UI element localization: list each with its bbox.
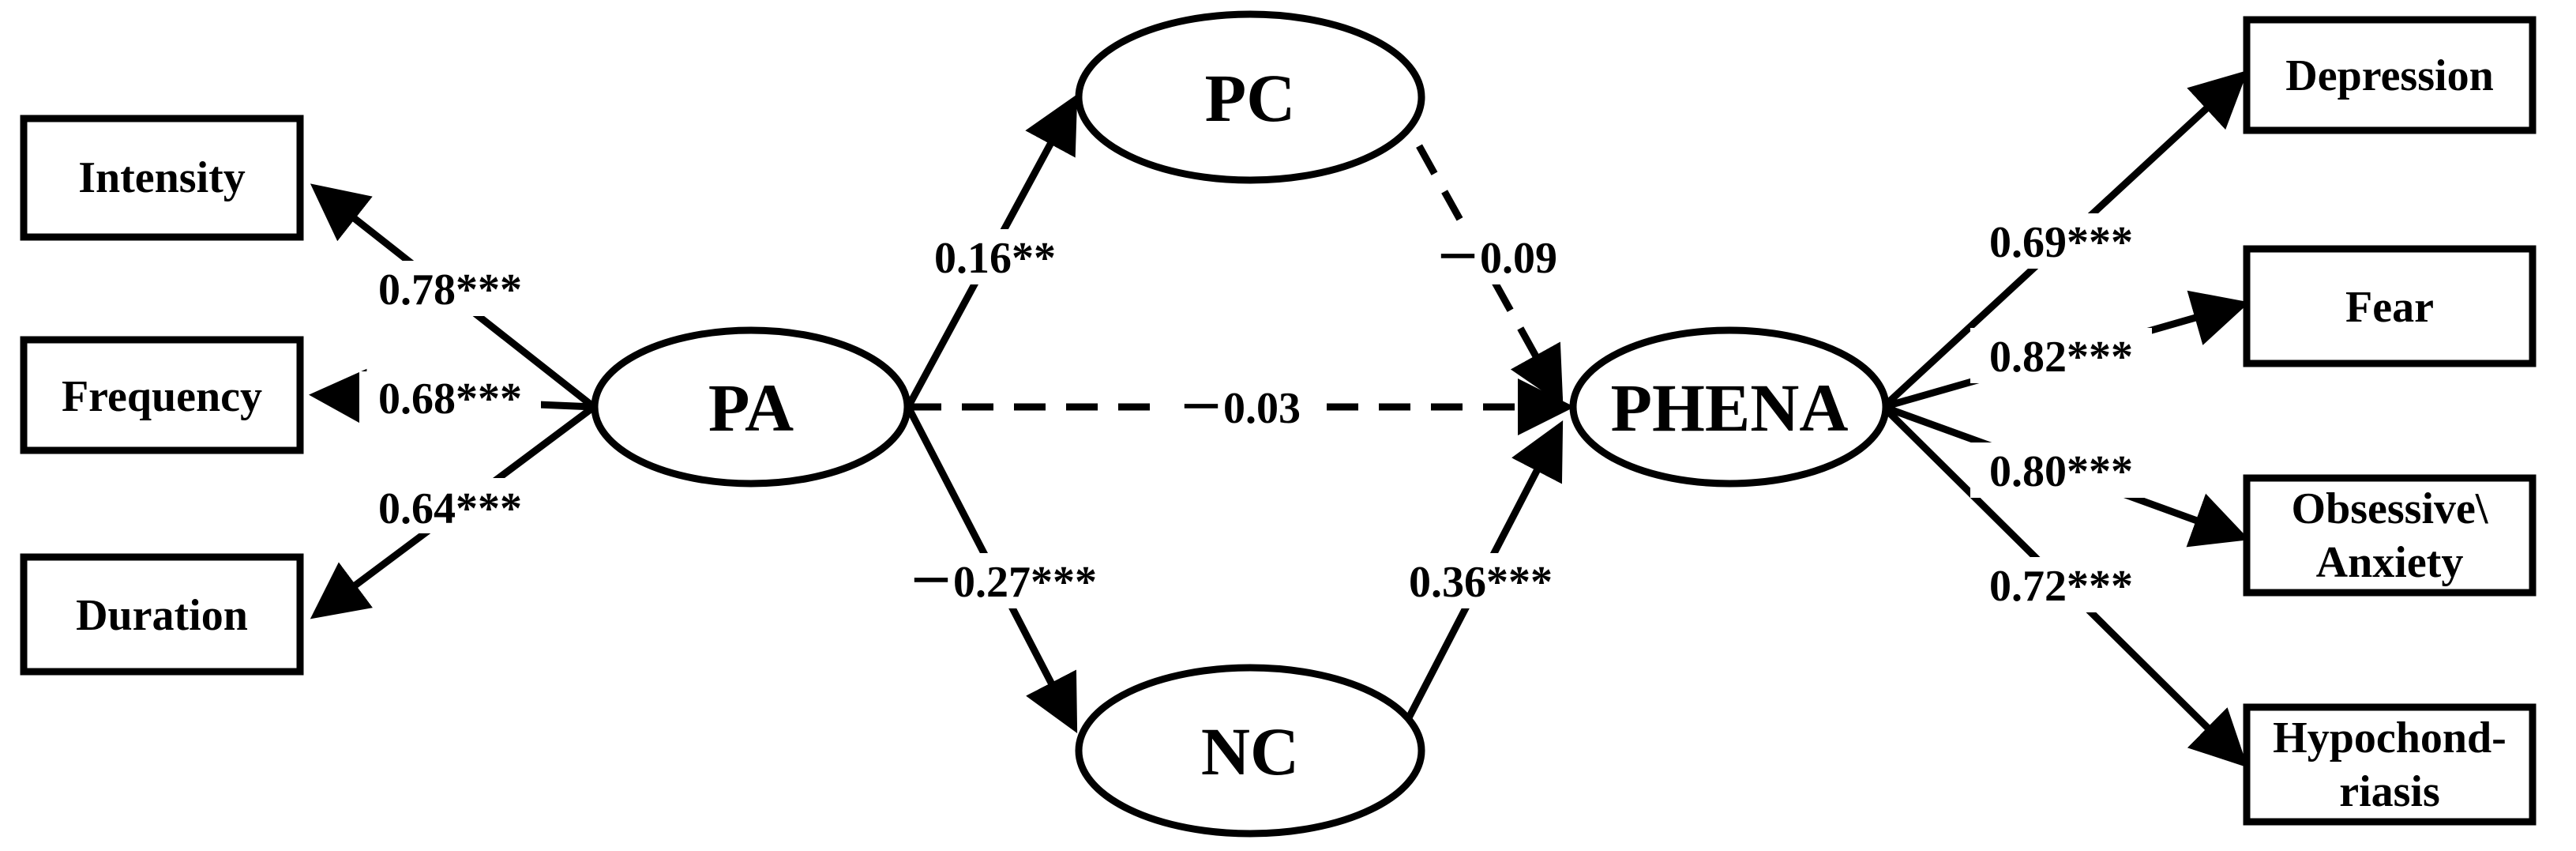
node-fear: Fear bbox=[2243, 245, 2537, 367]
coef-pa-frequency-text: 0.68*** bbox=[378, 375, 522, 424]
node-pc: PC bbox=[1075, 10, 1425, 184]
coef-phena-obsessive-text: 0.80*** bbox=[1989, 447, 2133, 496]
node-hypo-line1: Hypochond- bbox=[2273, 714, 2507, 763]
coef-phena-fear: 0.82*** bbox=[1970, 328, 2152, 383]
coef-pa-pc: 0.16** bbox=[916, 229, 1074, 284]
node-nc: NC bbox=[1075, 664, 1425, 838]
coef-pa-nc: －0.27*** bbox=[892, 553, 1113, 608]
coef-nc-phena: 0.36*** bbox=[1382, 553, 1579, 608]
node-depression: Depression bbox=[2243, 16, 2537, 134]
coef-pa-intensity-text: 0.78*** bbox=[378, 265, 522, 314]
coef-pa-pc-text: 0.16** bbox=[934, 234, 1056, 283]
coef-phena-fear-text: 0.82*** bbox=[1989, 333, 2133, 382]
coef-phena-obsessive: 0.80*** bbox=[1970, 442, 2152, 498]
coef-pc-phena: －0.09 bbox=[1418, 229, 1575, 284]
node-obsessive-line2: Anxiety bbox=[2316, 538, 2464, 587]
coef-pa-intensity: 0.78*** bbox=[359, 261, 541, 316]
coef-phena-depression: 0.69*** bbox=[1970, 213, 2152, 269]
node-fear-label: Fear bbox=[2345, 283, 2434, 332]
node-hypochondriasis: Hypochond- riasis bbox=[2243, 703, 2537, 826]
coef-pa-duration-text: 0.64*** bbox=[378, 484, 522, 533]
node-phena: PHENA bbox=[1569, 326, 1890, 488]
node-frequency: Frequency bbox=[20, 336, 304, 454]
node-intensity-label: Intensity bbox=[78, 153, 246, 202]
node-depression-label: Depression bbox=[2285, 51, 2493, 100]
node-obsessive-anxiety: Obsessive\ Anxiety bbox=[2243, 474, 2537, 597]
coef-pa-duration: 0.64*** bbox=[359, 478, 541, 533]
coef-pa-phena: －0.03 bbox=[1161, 379, 1319, 435]
node-pc-label: PC bbox=[1205, 60, 1296, 136]
node-phena-label: PHENA bbox=[1611, 370, 1849, 446]
coef-pa-phena-text: －0.03 bbox=[1179, 384, 1301, 433]
node-pa-label: PA bbox=[708, 370, 794, 446]
node-pa: PA bbox=[591, 326, 911, 488]
node-frequency-label: Frequency bbox=[62, 372, 262, 421]
coef-phena-hypo-text: 0.72*** bbox=[1989, 562, 2133, 611]
coef-nc-phena-text: 0.36*** bbox=[1409, 558, 1553, 607]
node-duration-label: Duration bbox=[76, 591, 248, 640]
node-nc-label: NC bbox=[1201, 714, 1299, 789]
coef-pc-phena-text: －0.09 bbox=[1436, 234, 1557, 283]
node-obsessive-line1: Obsessive\ bbox=[2292, 484, 2489, 533]
coef-phena-hypo: 0.72*** bbox=[1970, 557, 2152, 612]
coef-pa-nc-text: －0.27*** bbox=[909, 558, 1097, 607]
node-hypo-line2: riasis bbox=[2339, 767, 2440, 816]
coef-phena-depression-text: 0.69*** bbox=[1989, 218, 2133, 267]
node-intensity: Intensity bbox=[20, 115, 304, 241]
node-duration: Duration bbox=[20, 553, 304, 676]
coef-pa-frequency: 0.68*** bbox=[359, 371, 541, 427]
